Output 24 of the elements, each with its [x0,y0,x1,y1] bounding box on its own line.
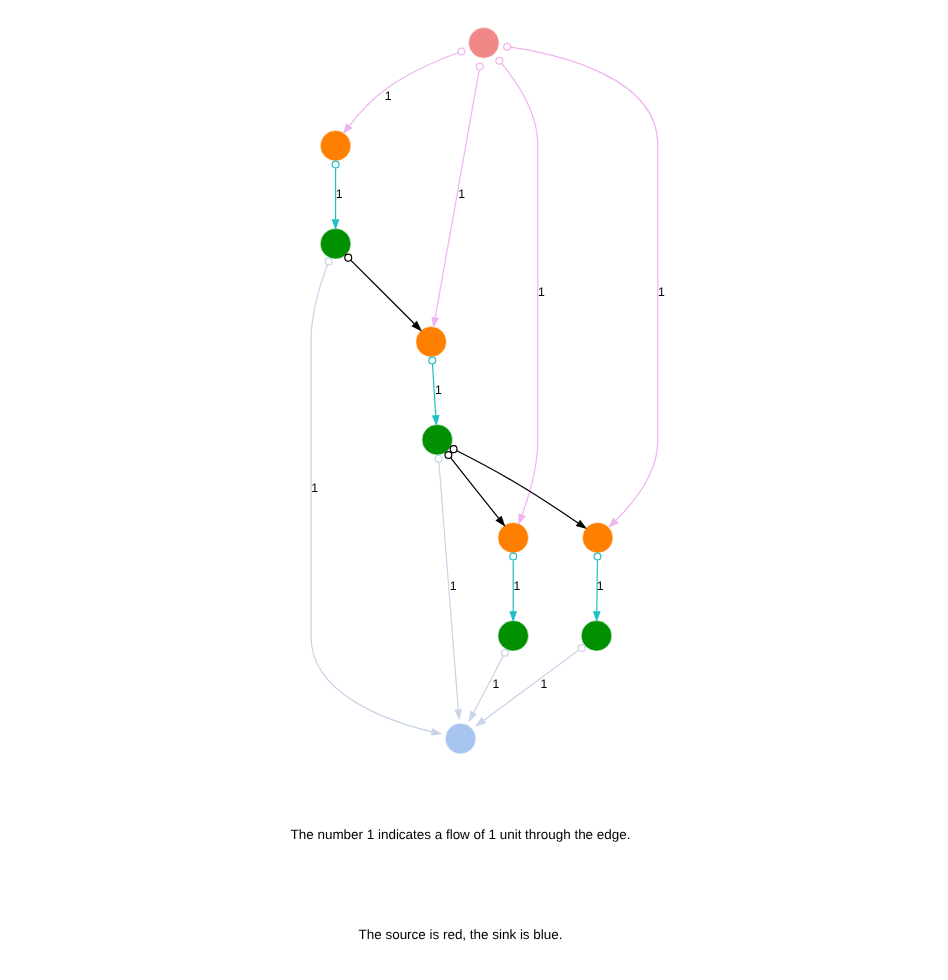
node-circle [444,723,477,755]
node-circle [415,326,447,358]
node-circle [319,130,352,162]
arrow [592,552,602,623]
arrow [344,253,422,332]
arrow [503,42,659,528]
node-circle [497,522,529,554]
arrow [428,356,440,427]
arrow [431,62,484,329]
node-circle [582,522,614,554]
node-circle [580,620,613,652]
arrow [475,643,586,727]
arrow [495,56,539,525]
node-circle [497,620,529,652]
node-circle [468,27,500,59]
arrow [468,648,509,723]
arrow [342,47,466,135]
arrow [310,257,443,736]
arrow [331,160,340,231]
arrow [449,445,588,530]
arrow [509,552,518,623]
arrow [444,451,506,527]
node-circle [421,424,453,456]
arrow [434,454,463,721]
